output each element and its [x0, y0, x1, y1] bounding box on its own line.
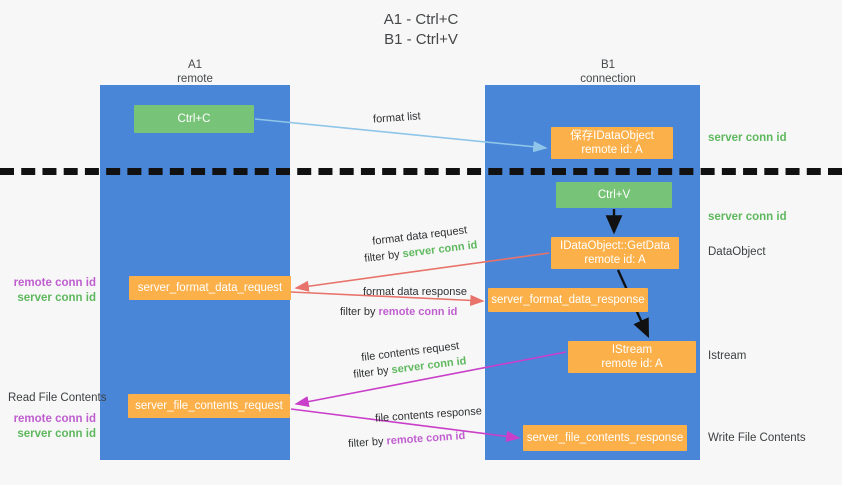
node-ctrl-v[interactable]: Ctrl+V [556, 182, 672, 208]
annotation-conn-ids-file: remote conn id server conn id [8, 412, 96, 442]
edge-label-format-data-response: format data response [363, 285, 467, 299]
filter-by-prefix: filter by [352, 364, 393, 381]
filter-by-prefix: filter by [363, 248, 404, 265]
node-ctrl-v-label: Ctrl+V [597, 189, 631, 201]
phase-divider [0, 168, 842, 175]
annotation-text: Write File Contents [708, 432, 806, 444]
remote-conn-id-token: remote conn id [386, 429, 466, 448]
node-server-file-contents-request[interactable]: server_file_contents_request [128, 394, 290, 418]
annotation-remote-conn-id: remote conn id [13, 277, 96, 289]
node-server-format-data-response-label: server_format_data_response [491, 294, 645, 306]
annotation-conn-ids-format: remote conn id server conn id [8, 276, 96, 306]
edge-label-file-contents-response-filter: filter by remote conn id [348, 429, 466, 451]
column-header-b1: B1 connection [528, 58, 688, 86]
node-ctrl-c-label: Ctrl+C [177, 113, 211, 125]
annotation-text: server conn id [708, 132, 787, 144]
annotation-server-conn-id: server conn id [17, 428, 96, 440]
annotation-server-conn-id: server conn id [17, 292, 96, 304]
node-idataobject-getdata[interactable]: IDataObject::GetData remote id: A [551, 237, 679, 269]
column-a1-name: A1 [187, 59, 203, 71]
node-idataobject-getdata-sublabel: remote id: A [584, 254, 646, 266]
edge-label-format-list-text: format list [372, 110, 422, 126]
node-save-idataobject-sublabel: remote id: A [581, 144, 643, 156]
annotation-read-file-contents: Read File Contents [8, 391, 106, 406]
annotation-text: Istream [708, 350, 747, 362]
node-server-file-contents-response-label: server_file_contents_response [526, 432, 684, 444]
annotation-text: server conn id [708, 211, 787, 223]
title-line-1: A1 - Ctrl+C [383, 11, 459, 28]
edge-label-file-contents-response: file contents response [375, 404, 483, 425]
node-server-format-data-request[interactable]: server_format_data_request [129, 276, 291, 300]
node-save-idataobject-label: 保存IDataObject [570, 130, 654, 142]
annotation-write-file-contents: Write File Contents [708, 431, 806, 446]
column-b1-name: B1 [600, 59, 616, 71]
edge-label-format-data-response-filter: filter by remote conn id [340, 305, 457, 319]
column-b1-role: connection [580, 73, 636, 85]
node-istream-sublabel: remote id: A [601, 358, 663, 370]
node-idataobject-getdata-label: IDataObject::GetData [560, 240, 670, 252]
diagram-title: A1 - Ctrl+C B1 - Ctrl+V [0, 10, 842, 50]
filter-by-prefix: filter by [340, 306, 379, 318]
annotation-server-conn-id-top: server conn id [708, 131, 787, 146]
node-server-file-contents-response[interactable]: server_file_contents_response [523, 425, 687, 451]
node-istream[interactable]: IStream remote id: A [568, 341, 696, 373]
annotation-remote-conn-id: remote conn id [13, 413, 96, 425]
node-server-format-data-response[interactable]: server_format_data_response [488, 288, 648, 312]
edge-label-format-list: format list [373, 109, 422, 126]
annotation-server-conn-id-mid: server conn id [708, 210, 787, 225]
node-server-file-contents-request-label: server_file_contents_request [135, 400, 283, 412]
edge-label-format-data-response-text: format data response [363, 286, 467, 298]
node-server-format-data-request-label: server_format_data_request [137, 282, 283, 294]
column-header-a1: A1 remote [115, 58, 275, 86]
column-a1-role: remote [177, 73, 213, 85]
edge-label-file-contents-response-text: file contents response [374, 405, 483, 425]
remote-conn-id-token: remote conn id [378, 306, 458, 318]
annotation-text: Read File Contents [8, 392, 107, 404]
annotation-dataobject: DataObject [708, 245, 766, 260]
node-istream-label: IStream [611, 344, 653, 356]
title-line-2: B1 - Ctrl+V [384, 31, 458, 48]
node-save-idataobject[interactable]: 保存IDataObject remote id: A [551, 127, 673, 159]
annotation-text: DataObject [708, 246, 766, 258]
node-ctrl-c[interactable]: Ctrl+C [134, 105, 254, 133]
filter-by-prefix: filter by [347, 435, 387, 451]
annotation-istream: Istream [708, 349, 746, 364]
